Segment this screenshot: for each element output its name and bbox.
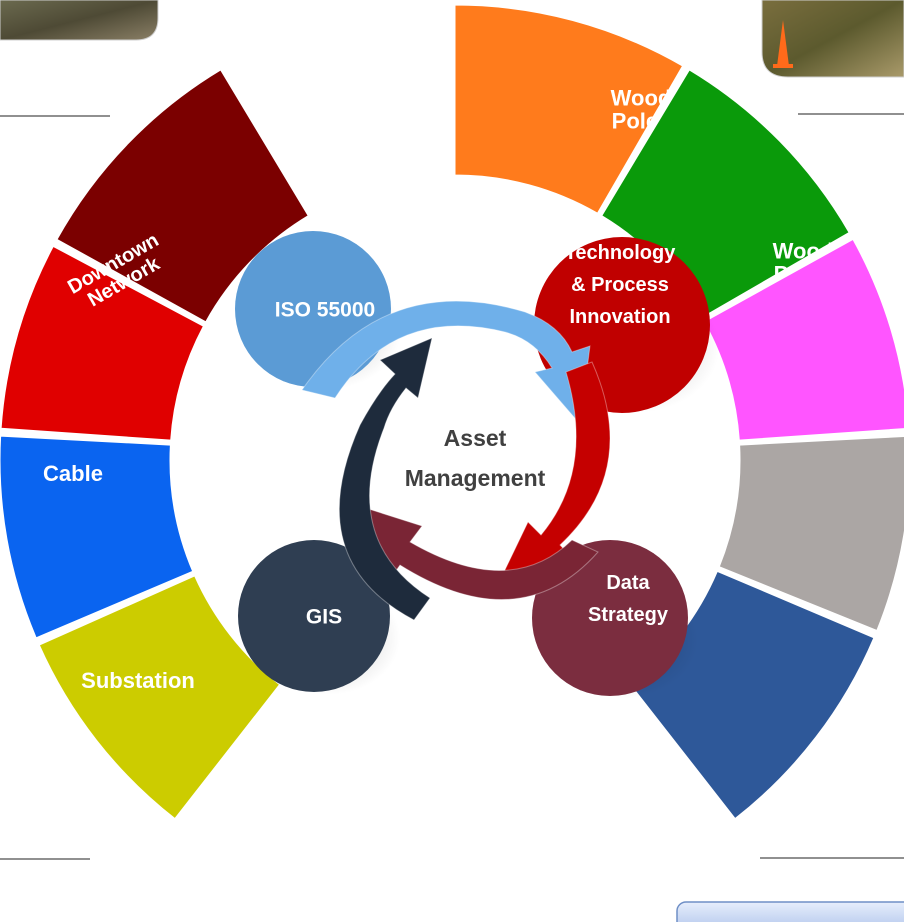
core-label-iso: ISO 55000 — [275, 299, 375, 322]
segment-substation[interactable] — [38, 575, 281, 820]
segment-label-substation: Substation — [81, 668, 195, 693]
nav-button[interactable] — [676, 901, 904, 922]
segment-capacitor-banks[interactable] — [718, 435, 904, 632]
core-label-gis: GIS — [306, 606, 342, 629]
core-circle-data[interactable] — [532, 540, 688, 696]
segment-wood-poles-orange[interactable] — [454, 4, 684, 214]
core-circle-gis[interactable] — [238, 540, 390, 692]
circular-arrow-navy — [338, 337, 433, 621]
segment-label-transmission: Transmission — [561, 809, 703, 834]
traffic-cone-base — [773, 64, 793, 68]
circular-arrow-blue — [301, 300, 591, 426]
segment-cable[interactable] — [0, 435, 194, 639]
photo-thumbnail-left — [0, 0, 159, 41]
segment-power-quality[interactable] — [703, 238, 904, 441]
segment-smei[interactable] — [56, 69, 309, 323]
traffic-cone-icon — [777, 20, 789, 66]
segment-downtown-network[interactable] — [0, 245, 205, 441]
segment-label-cable: Cable — [43, 461, 103, 486]
segment-label-smei: SMEI — [248, 100, 302, 125]
photo-thumbnail-right — [761, 0, 904, 78]
